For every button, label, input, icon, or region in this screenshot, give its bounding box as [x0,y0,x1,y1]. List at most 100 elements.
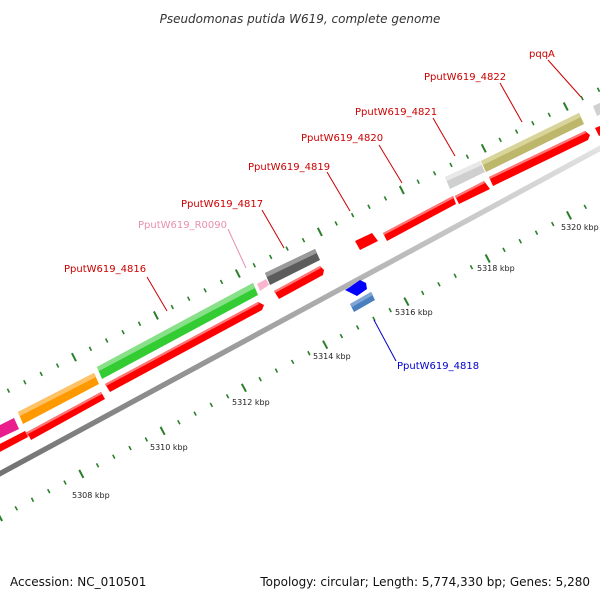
gene-block-red-small[interactable] [355,233,378,250]
tick-mark [398,185,405,195]
gene-block-steelblue[interactable] [350,292,375,312]
tick-mark [225,394,230,399]
tick-mark [307,350,311,356]
gene-labels: PputW619_4816 PputW619_R0090 PputW619_48… [64,49,582,372]
tick-mark [186,296,191,302]
tick-mark [274,368,279,373]
scale-label-5320: 5320 kbp [561,223,599,232]
tick-mark [71,352,77,362]
tick-mark [112,454,116,459]
gene-block-lightgray[interactable] [445,161,485,189]
tick-mark [502,247,506,253]
tick-mark [566,210,572,220]
tick-mark [580,95,584,101]
tick-mark [193,411,197,416]
tick-mark [88,346,93,352]
tick-mark [518,238,523,244]
gene-label-PputW619_4821[interactable]: PputW619_4821 [355,107,456,157]
gene-label-PputW619_R0090[interactable]: PputW619_R0090 [138,220,247,269]
scale-label-5314: 5314 kbp [313,352,351,361]
tick-mark [268,254,273,260]
svg-text:pqqA: pqqA [529,49,555,60]
tick-mark [550,221,555,227]
tick-mark [95,463,100,468]
tick-mark [437,282,441,287]
gene-arrow[interactable] [105,302,264,392]
gene-block-blue[interactable] [345,280,367,296]
tick-mark [322,340,329,350]
tick-mark [144,437,149,442]
tick-mark [383,196,388,201]
scale-label-5312: 5312 kbp [232,398,270,407]
gene-block-khaki[interactable] [481,113,584,172]
tick-mark [453,273,457,279]
tick-mark [416,179,420,185]
tick-mark [209,402,214,408]
tick-mark [203,288,207,293]
gene-block-pink-rna[interactable] [257,279,269,291]
tick-mark [121,329,125,335]
reverse-lane [345,280,375,312]
gene-label-PputW619_4820[interactable]: PputW619_4820 [301,133,403,184]
tick-mark [355,325,360,330]
tick-mark [583,204,588,210]
scale-label-5308: 5308 kbp [72,491,110,500]
svg-text:PputW619_R0090: PputW619_R0090 [138,220,227,231]
gene-arrow[interactable] [489,131,590,186]
gene-arrow[interactable] [383,196,456,241]
gene-block-magenta[interactable] [0,418,19,438]
tick-mark [39,371,43,377]
gene-block-darkgray[interactable] [265,249,320,285]
tick-mark [372,316,376,322]
tick-mark [301,237,306,243]
forward-inner-lane [0,124,600,452]
tick-mark [562,102,569,111]
tick-mark [367,204,371,210]
outer-tick-ring [6,87,600,393]
tick-mark [547,112,552,118]
tick-mark [137,321,142,327]
tick-mark [514,129,519,134]
tick-mark [484,254,491,263]
tick-mark [23,379,27,385]
gene-arrow[interactable] [455,181,490,204]
tick-mark [498,137,502,143]
tick-mark [432,171,437,176]
tick-mark [480,143,487,153]
map-title: Pseudomonas putida W619, complete genome [160,12,441,26]
svg-text:PputW619_4816: PputW619_4816 [64,264,146,275]
gene-label-PputW619_4819[interactable]: PputW619_4819 [248,162,351,212]
genome-summary-text: Topology: circular; Length: 5,774,330 bp… [259,575,590,589]
gene-block-edge-gray[interactable] [593,102,600,116]
tick-mark [234,269,241,279]
gene-arrow[interactable] [27,392,105,440]
tick-mark [14,506,19,511]
tick-mark [104,338,109,343]
tick-mark [177,419,181,425]
gene-arrow[interactable] [274,266,324,299]
tick-mark [339,333,344,339]
gene-label-PputW619_4818[interactable]: PputW619_4818 [373,319,479,372]
backbone-axis [0,145,600,477]
tick-mark [46,488,51,494]
tick-mark [170,304,175,310]
tick-mark [159,426,166,436]
gene-arrow[interactable] [595,124,600,136]
tick-mark [55,363,60,368]
svg-text:PputW619_4822: PputW619_4822 [424,72,506,83]
gene-label-PputW619_4816[interactable]: PputW619_4816 [64,264,168,312]
tick-mark [63,480,67,485]
svg-text:PputW619_4820: PputW619_4820 [301,133,383,144]
scale-labels: 5308 kbp 5310 kbp 5312 kbp 5314 kbp 5316… [72,223,599,500]
tick-mark [153,310,159,320]
gene-block-orange[interactable] [18,373,99,424]
gene-block-green[interactable] [97,283,258,379]
tick-mark [0,514,3,522]
tick-mark [30,497,35,503]
tick-mark [596,87,600,93]
gene-label-pqqA[interactable]: pqqA [529,49,582,98]
gene-label-PputW619_4822[interactable]: PputW619_4822 [424,72,523,123]
gene-label-PputW619_4817[interactable]: PputW619_4817 [181,199,285,249]
tick-mark [290,359,295,365]
